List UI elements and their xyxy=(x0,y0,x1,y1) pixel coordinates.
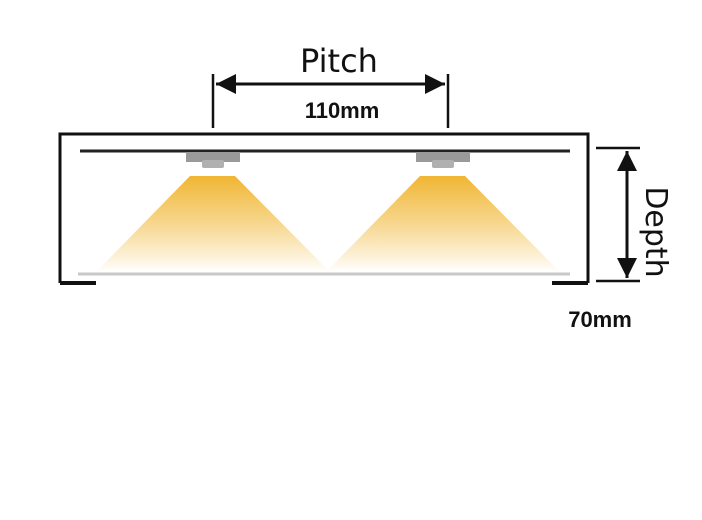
light-beam-right xyxy=(326,176,560,272)
pitch-value: 110mm xyxy=(305,98,380,123)
led-chip-left xyxy=(186,152,240,168)
led-chip-right xyxy=(416,152,470,168)
pitch-label: Pitch xyxy=(300,42,378,80)
depth-arrowhead-top xyxy=(617,151,637,171)
pitch-arrowhead-right xyxy=(425,74,445,94)
depth-arrowhead-bottom xyxy=(617,258,637,278)
depth-label: Depth xyxy=(638,186,673,277)
depth-value: 70mm xyxy=(568,307,632,332)
pitch-arrowhead-left xyxy=(216,74,236,94)
light-beam-left xyxy=(96,176,330,272)
channel-housing xyxy=(58,132,590,283)
